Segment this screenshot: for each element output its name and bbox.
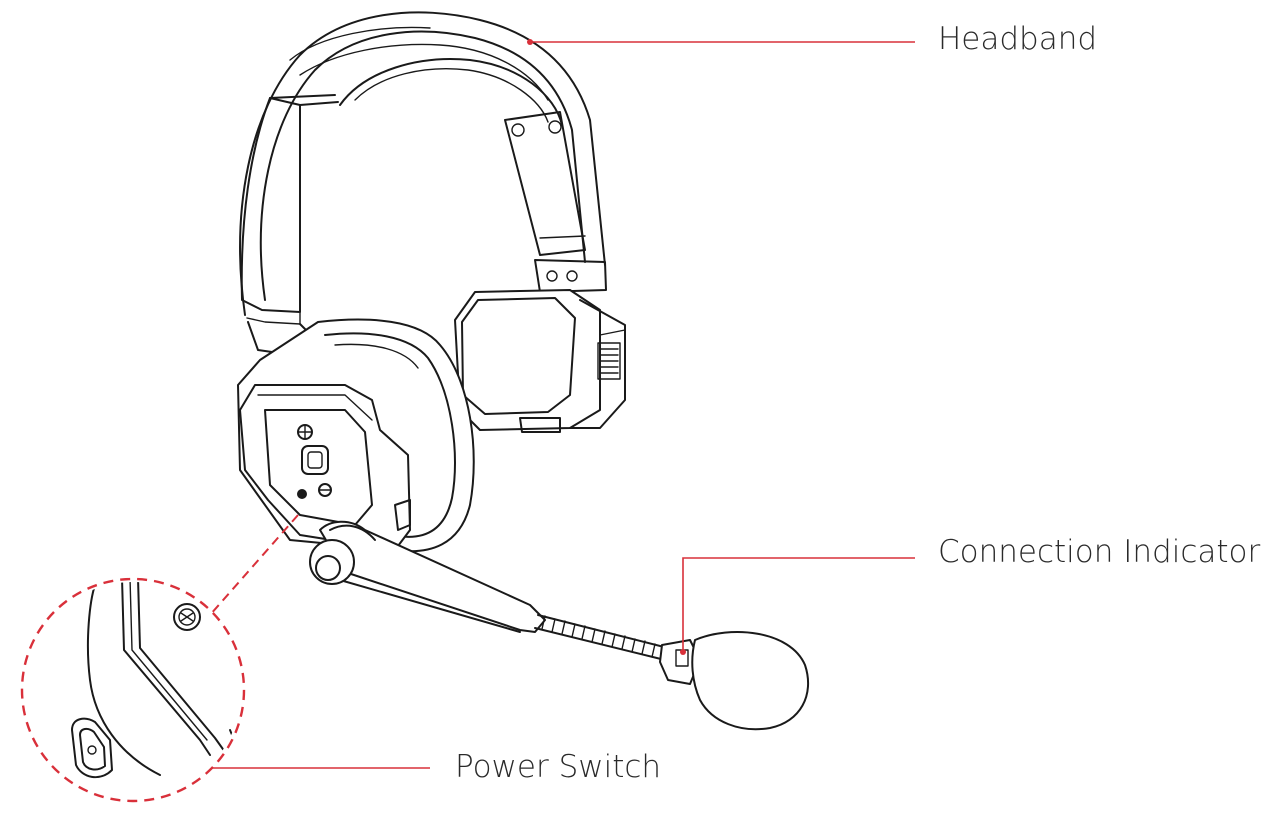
microphone-boom (309, 520, 810, 731)
connection-indicator-label: Connection Indicator (938, 534, 1261, 570)
power-switch-label: Power Switch (455, 749, 662, 785)
power-switch-detail (20, 514, 299, 803)
detail-zoom-circle (20, 577, 246, 803)
left-ear-cup (237, 318, 475, 553)
right-ear-cup (454, 289, 626, 433)
connection-indicator-leader-dot (680, 649, 686, 655)
headband-label: Headband (938, 21, 1098, 57)
detail-link-line (209, 514, 299, 616)
headband-leader-dot (527, 39, 533, 45)
headband (239, 11, 607, 357)
gooseneck-coils (541, 615, 656, 658)
connection-indicator-leader-line (682, 557, 915, 652)
